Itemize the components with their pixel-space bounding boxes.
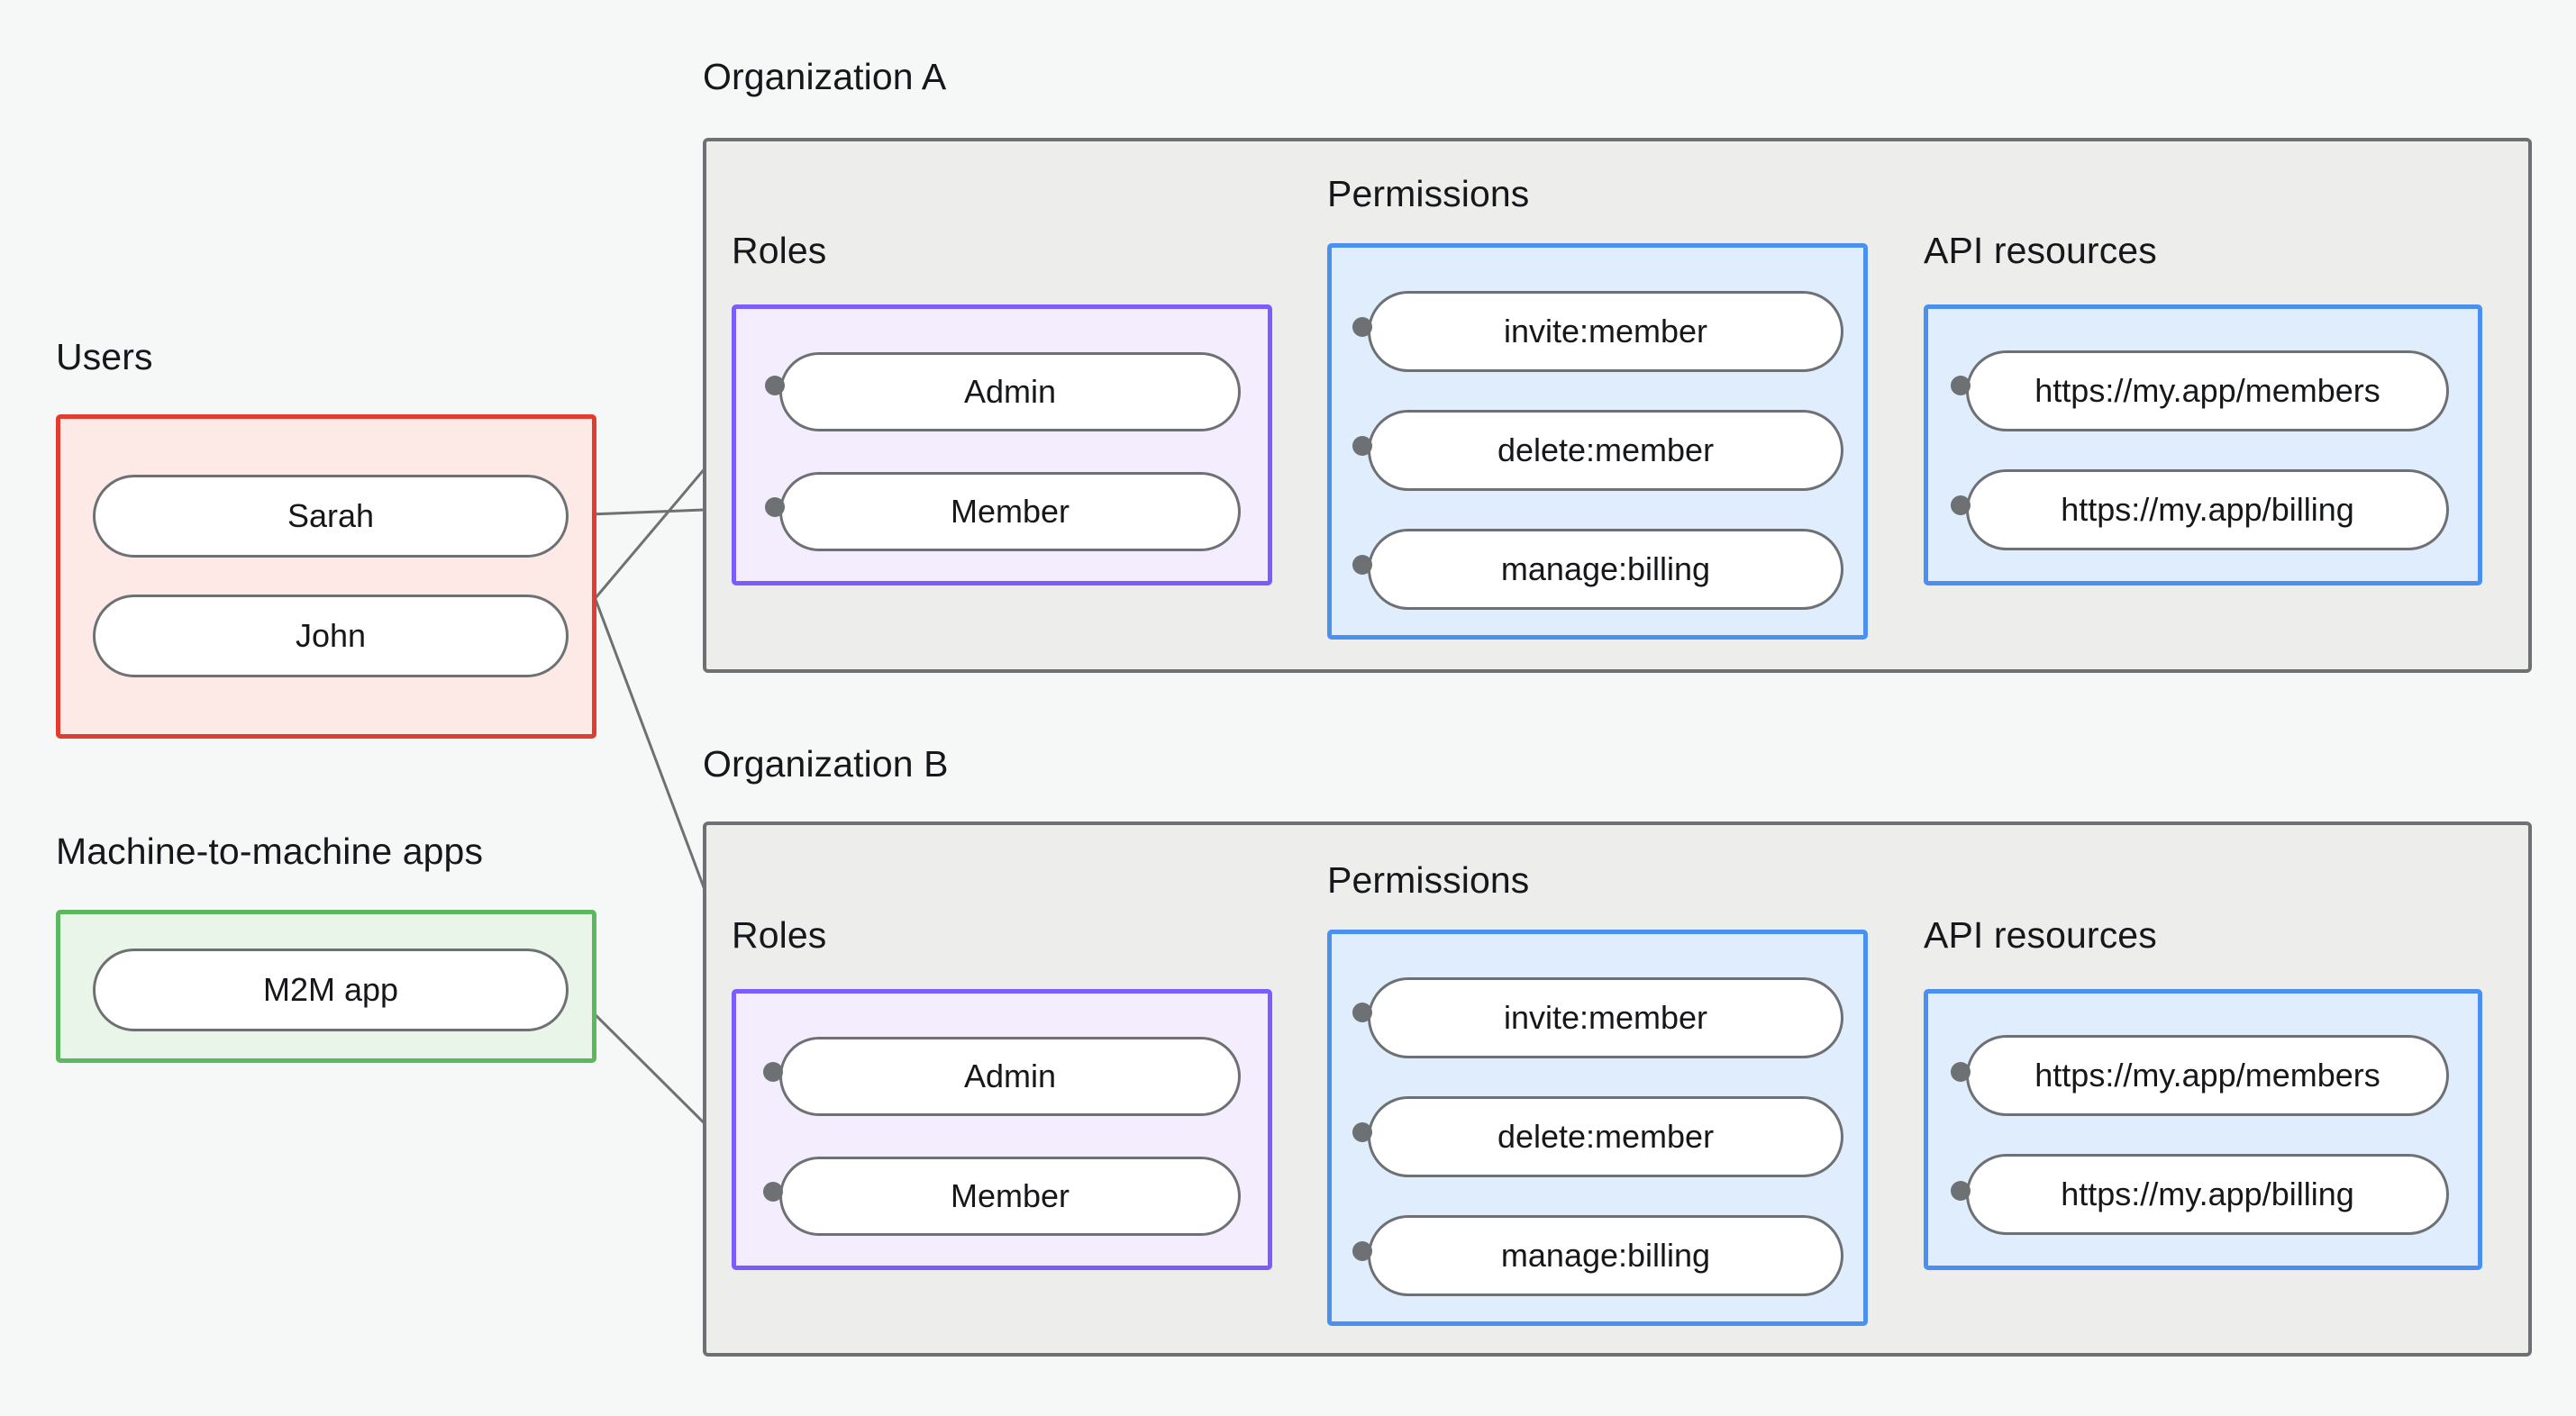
users-group: Sarah John xyxy=(56,414,596,739)
org-a-permission-invite-member[interactable]: invite:member xyxy=(1368,291,1843,372)
org-b-permission-delete-member[interactable]: delete:member xyxy=(1368,1096,1843,1177)
m2m-group: M2M app xyxy=(56,910,596,1063)
org-a-role-admin[interactable]: Admin xyxy=(779,352,1241,431)
org-b-role-member[interactable]: Member xyxy=(779,1157,1241,1236)
org-b-api-caption: API resources xyxy=(1924,914,2157,956)
org-b-caption: Organization B xyxy=(703,743,949,785)
org-b-permission-manage-billing[interactable]: manage:billing xyxy=(1368,1215,1843,1296)
org-a-roles-group: Admin Member xyxy=(732,304,1272,585)
users-caption: Users xyxy=(56,336,153,377)
org-b-api-group: https://my.app/members https://my.app/bi… xyxy=(1924,989,2482,1270)
org-a-api-group: https://my.app/members https://my.app/bi… xyxy=(1924,304,2482,585)
org-a-permission-manage-billing[interactable]: manage:billing xyxy=(1368,529,1843,610)
user-node-john[interactable]: John xyxy=(93,595,569,677)
org-a-permissions-caption: Permissions xyxy=(1327,173,1530,214)
org-b-permissions-caption: Permissions xyxy=(1327,859,1530,901)
org-a-role-member[interactable]: Member xyxy=(779,472,1241,551)
org-a-api-resource-billing[interactable]: https://my.app/billing xyxy=(1966,469,2449,550)
org-a-roles-caption: Roles xyxy=(732,230,827,271)
org-b-roles-group: Admin Member xyxy=(732,989,1272,1270)
org-b-roles-caption: Roles xyxy=(732,914,827,956)
user-node-sarah[interactable]: Sarah xyxy=(93,475,569,558)
org-a-caption: Organization A xyxy=(703,56,947,97)
org-b-permissions-group: invite:member delete:member manage:billi… xyxy=(1327,930,1868,1326)
org-a-api-caption: API resources xyxy=(1924,230,2157,271)
org-a-api-resource-members[interactable]: https://my.app/members xyxy=(1966,350,2449,431)
org-a-permissions-group: invite:member delete:member manage:billi… xyxy=(1327,243,1868,640)
org-b-permission-invite-member[interactable]: invite:member xyxy=(1368,977,1843,1058)
org-b-api-resource-billing[interactable]: https://my.app/billing xyxy=(1966,1154,2449,1235)
org-a-permission-delete-member[interactable]: delete:member xyxy=(1368,410,1843,491)
org-b-role-admin[interactable]: Admin xyxy=(779,1037,1241,1116)
m2m-node-app[interactable]: M2M app xyxy=(93,949,569,1031)
m2m-caption: Machine-to-machine apps xyxy=(56,831,484,872)
org-b-api-resource-members[interactable]: https://my.app/members xyxy=(1966,1035,2449,1116)
